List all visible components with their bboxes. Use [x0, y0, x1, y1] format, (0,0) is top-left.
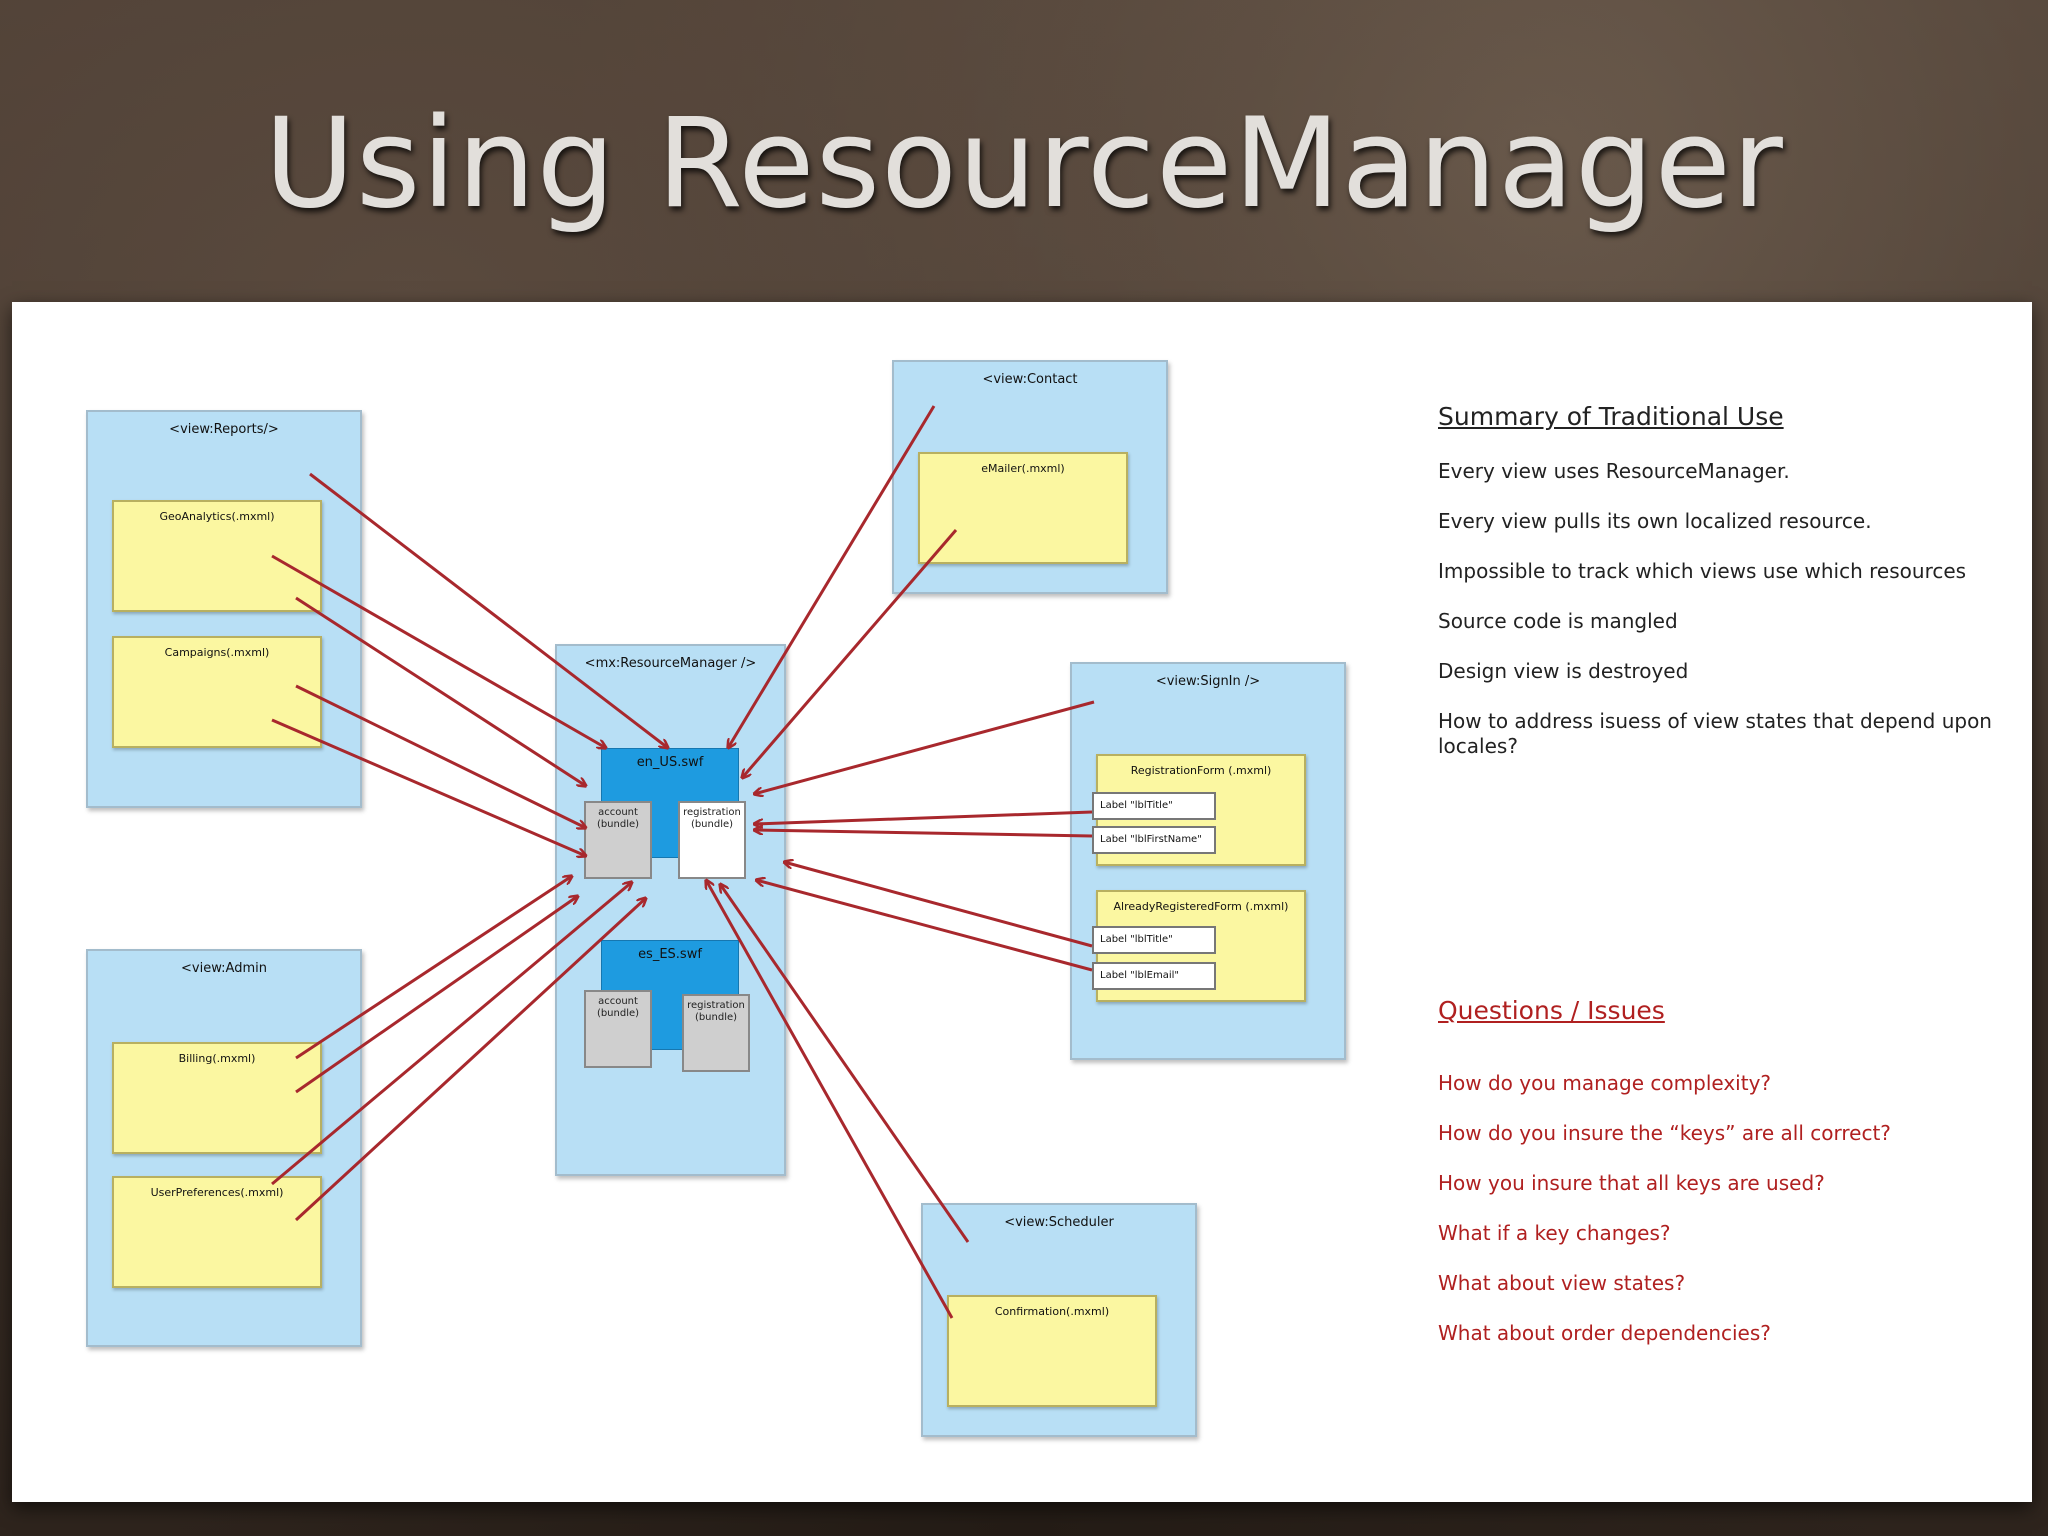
issue-item: How do you manage complexity?: [1438, 1071, 1772, 1095]
issue-item: How you insure that all keys are used?: [1438, 1171, 1825, 1195]
mxml-userpreferences: UserPreferences(.mxml): [112, 1176, 322, 1288]
resource-manager-title: <mx:ResourceManager />: [584, 656, 757, 671]
summary-item: Every view pulls its own localized resou…: [1438, 509, 1872, 533]
mxml-confirmation-label: Confirmation(.mxml): [994, 1305, 1110, 1318]
bundle-es-account: account(bundle): [584, 990, 652, 1068]
view-reports-title: <view:Reports/>: [169, 422, 279, 437]
bundle-en-account: account(bundle): [584, 801, 652, 879]
mxml-geoanalytics-label: GeoAnalytics(.mxml): [159, 510, 275, 523]
view-reports: <view:Reports/> GeoAnalytics(.mxml) Camp…: [86, 410, 362, 808]
mxml-userpreferences-label: UserPreferences(.mxml): [150, 1186, 284, 1199]
mxml-confirmation: Confirmation(.mxml): [947, 1295, 1157, 1407]
issues-heading: Questions / Issues: [1438, 996, 1665, 1025]
issue-item: How do you insure the “keys” are all cor…: [1438, 1121, 1891, 1145]
mxml-billing: Billing(.mxml): [112, 1042, 322, 1154]
view-admin: <view:Admin Billing(.mxml) UserPreferenc…: [86, 949, 362, 1347]
mxml-campaigns: Campaigns(.mxml): [112, 636, 322, 748]
view-signin-title: <view:SignIn />: [1155, 674, 1261, 689]
label-field-already-title: Label "lblTitle": [1092, 926, 1216, 954]
view-scheduler: <view:Scheduler Confirmation(.mxml): [921, 1203, 1197, 1437]
swf-es-es-label: es_ES.swf: [638, 947, 702, 962]
mxml-campaigns-label: Campaigns(.mxml): [164, 646, 270, 659]
label-field-already-email: Label "lblEmail": [1092, 962, 1216, 990]
summary-item: How to address isuess of view states tha…: [1438, 709, 1992, 758]
view-admin-title: <view:Admin: [181, 961, 267, 976]
resource-manager: <mx:ResourceManager /> en_US.swf account…: [555, 644, 786, 1176]
mxml-alreadyregisteredform-label: AlreadyRegisteredForm (.mxml): [1113, 900, 1289, 913]
summary-item: Impossible to track which views use whic…: [1438, 559, 1967, 583]
summary-item: Design view is destroyed: [1438, 659, 1689, 683]
bundle-es-registration: registration(bundle): [682, 994, 750, 1072]
bundle-en-registration: registration(bundle): [678, 801, 746, 879]
issue-item: What about view states?: [1438, 1271, 1686, 1295]
view-contact-title: <view:Contact: [982, 372, 1078, 387]
view-scheduler-title: <view:Scheduler: [1004, 1215, 1114, 1230]
summary-item: Every view uses ResourceManager.: [1438, 459, 1790, 483]
mxml-geoanalytics: GeoAnalytics(.mxml): [112, 500, 322, 612]
mxml-billing-label: Billing(.mxml): [178, 1052, 256, 1065]
mxml-emailer: eMailer(.mxml): [918, 452, 1128, 564]
issue-item: What if a key changes?: [1438, 1221, 1671, 1245]
summary-item: Source code is mangled: [1438, 609, 1678, 633]
view-signin: <view:SignIn /> RegistrationForm (.mxml)…: [1070, 662, 1346, 1060]
summary-heading: Summary of Traditional Use: [1438, 402, 1784, 431]
view-contact: <view:Contact eMailer(.mxml): [892, 360, 1168, 594]
mxml-registrationform-label: RegistrationForm (.mxml): [1130, 764, 1272, 777]
label-field-reg-firstname: Label "lblFirstName": [1092, 826, 1216, 854]
label-field-reg-title: Label "lblTitle": [1092, 792, 1216, 820]
issue-item: What about order dependencies?: [1438, 1321, 1771, 1345]
slide-title: Using ResourceManager: [264, 92, 1784, 236]
mxml-emailer-label: eMailer(.mxml): [981, 462, 1065, 475]
swf-en-us-label: en_US.swf: [636, 755, 704, 770]
